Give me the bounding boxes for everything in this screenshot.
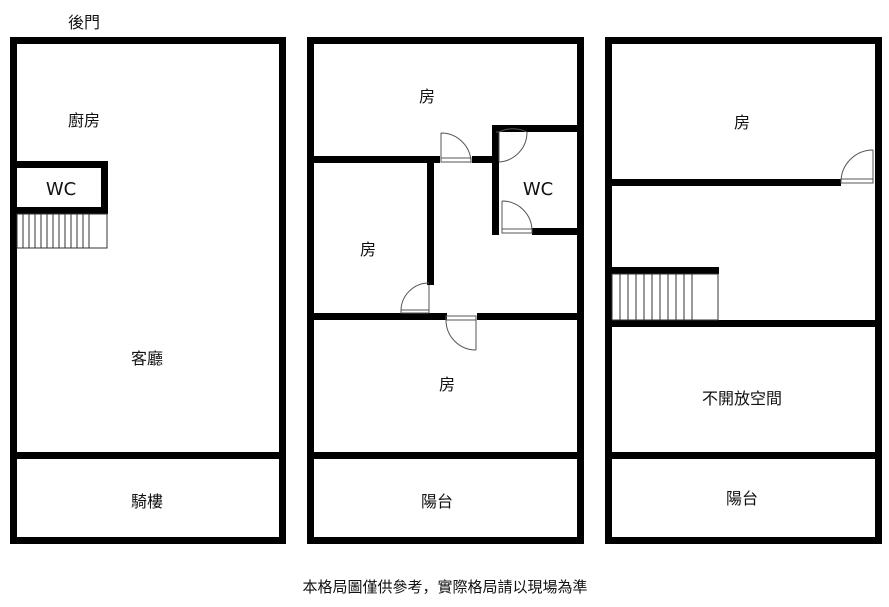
floor-2: 房 WC 房 房 陽台: [307, 37, 584, 544]
stairs-icon: [611, 273, 719, 321]
floor-3: 房 不開放空間 陽台: [605, 37, 882, 544]
kitchen-label: 廚房: [68, 111, 100, 130]
arcade-label: 騎樓: [131, 492, 163, 511]
door-icon: [840, 149, 874, 184]
room-top-label: 房: [734, 113, 750, 132]
balcony-label: 陽台: [421, 492, 453, 511]
room-top-label: 房: [419, 87, 435, 106]
room-bottom-label: 房: [439, 375, 455, 394]
wc-label: WC: [523, 179, 553, 200]
disclaimer-note: 本格局圖僅供參考，實際格局請以現場為準: [302, 578, 587, 596]
wc-label: WC: [46, 179, 76, 200]
stairs-icon: [16, 213, 108, 249]
room-left-label: 房: [360, 240, 376, 259]
balcony-label: 陽台: [726, 489, 758, 508]
door-icon: [400, 128, 533, 351]
back-door-label: 後門: [68, 13, 100, 32]
living-room-label: 客廳: [131, 349, 163, 368]
floor-1: 廚房 WC 客廳 騎樓: [10, 37, 286, 544]
closed-space-label: 不開放空間: [702, 389, 782, 408]
